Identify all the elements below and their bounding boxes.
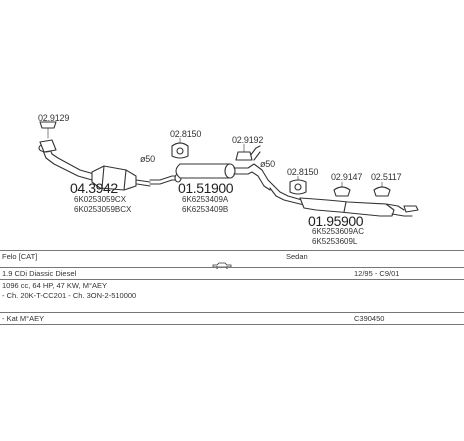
front-oem-1: 6K0253059CX (74, 195, 127, 204)
middle-oem-1: 6K6253409A (182, 195, 229, 204)
model-row: Felo [CAT] Sedan (0, 250, 464, 262)
middle-oem-list: 6K6253409A 6K6253409B (182, 195, 228, 215)
gasket-4-label: 02.8150 (287, 167, 319, 177)
clamp-2-shape (373, 181, 391, 197)
gasket-1-label: 02.9129 (38, 113, 70, 123)
spec-row: 1096 cc, 64 HP, 47 KW, M°AEY (0, 279, 464, 291)
vehicle-info-table: Felo [CAT] Sedan 1.9 CDi Diassic Diesel … (0, 245, 464, 335)
diameter-1-label: ø50 (140, 154, 155, 164)
gasket-2-label: 02.8150 (170, 129, 202, 139)
exhaust-diagram: 02.9129 02.8150 02.9192 02.8150 02.9147 … (38, 113, 419, 247)
clamp-1-label: 02.9147 (331, 172, 363, 182)
engine: 1.9 CDi Diassic Diesel (2, 269, 77, 278)
kit-type: - Kat M°AEY (2, 314, 45, 323)
gasket-1-shape (39, 121, 57, 139)
exhaust-drawing (38, 121, 419, 217)
gasket-3-label: 02.9192 (232, 135, 264, 145)
front-oem-list: 6K0253059CX 6K0253059BCX (74, 195, 131, 215)
body-type: Sedan (286, 252, 308, 261)
chassis-range: - Ch. 20K-T-CC201 - Ch. 3ON-2-510000 (2, 291, 137, 300)
gasket-3-shape (235, 143, 253, 161)
front-part-number: 04.3942 (70, 180, 118, 196)
engine-row: 1.9 CDi Diassic Diesel 12/95 - C9/01 (0, 267, 464, 279)
rear-part-number: 01.95900 (308, 213, 364, 229)
diameter-2-label: ø50 (260, 159, 275, 169)
vehicle-model: Felo [CAT] (2, 252, 38, 261)
rear-silencer (269, 185, 419, 217)
clamp-2-label: 02.5117 (371, 172, 402, 182)
front-oem-2: 6K0253059BCX (74, 205, 132, 214)
rear-oem-list: 6K5253609AC 6K5253609L (312, 227, 364, 247)
years: 12/95 - C9/01 (354, 269, 400, 278)
kit-row: - Kat M°AEY C390450 (0, 312, 464, 325)
gasket-4-shape (289, 175, 307, 195)
middle-silencer (149, 145, 275, 191)
gasket-2-shape (171, 137, 189, 159)
middle-part-number: 01.51900 (178, 180, 234, 196)
clamp-1-shape (333, 181, 351, 197)
chassis-row: - Ch. 20K-T-CC201 - Ch. 3ON-2-510000 (0, 290, 464, 302)
front-pipe-catalyst (38, 139, 151, 191)
kit-code: C390450 (354, 314, 385, 323)
rear-oem-1: 6K5253609AC (312, 227, 365, 236)
rear-oem-2: 6K5253609L (312, 237, 358, 246)
middle-oem-2: 6K6253409B (182, 205, 229, 214)
engine-spec: 1096 cc, 64 HP, 47 KW, M°AEY (2, 281, 107, 290)
